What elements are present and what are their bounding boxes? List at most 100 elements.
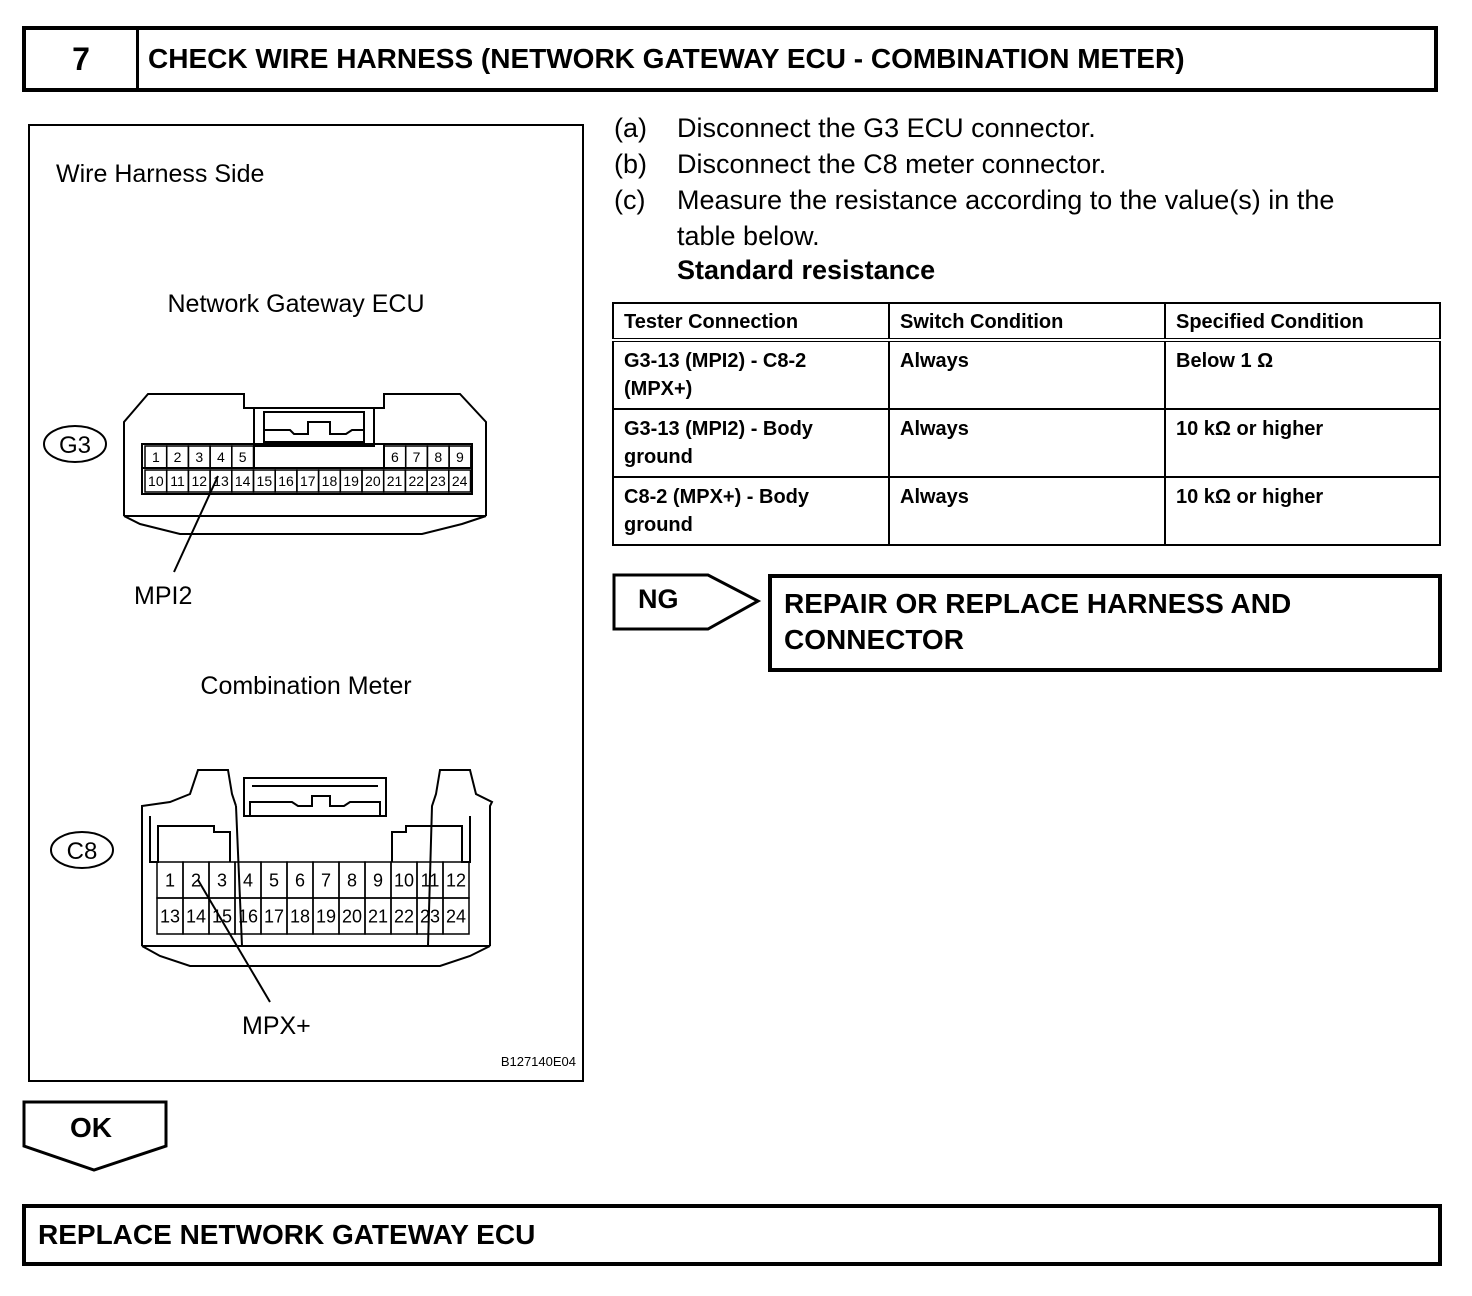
ng-action-box: REPAIR OR REPLACE HARNESS AND CONNECTOR (768, 574, 1442, 672)
g3-title: Network Gateway ECU (167, 290, 424, 318)
g3-pin: 24 (452, 473, 468, 489)
mpx-label: MPX+ (242, 1012, 311, 1040)
table-cell: Below 1 Ω (1164, 339, 1441, 410)
g3-pin: 6 (391, 449, 399, 465)
final-action-box: REPLACE NETWORK GATEWAY ECU (22, 1204, 1442, 1266)
c8-pin-cell (442, 897, 470, 935)
c8-pin: 13 (160, 906, 180, 926)
instruction-text-cont: table below. (677, 221, 820, 251)
g3-pin: 17 (300, 473, 316, 489)
c8-pin: 6 (295, 870, 305, 890)
c8-pin: 14 (186, 906, 206, 926)
c8-pin: 21 (368, 906, 388, 926)
g3-pin: 15 (257, 473, 273, 489)
g3-pin: 8 (434, 449, 442, 465)
c8-pin: 20 (342, 906, 362, 926)
g3-pin: 2 (174, 449, 182, 465)
c8-title: Combination Meter (200, 672, 411, 700)
instruction-letter: (a) (614, 113, 647, 143)
c8-pin: 16 (238, 906, 258, 926)
g3-pin: 19 (343, 473, 359, 489)
g3-pin: 4 (217, 449, 225, 465)
table-cell: G3-13 (MPI2) - C8-2 (MPX+) (612, 339, 890, 410)
connector-diagram-svg: Wire Harness Side Network Gateway ECU G3… (43, 160, 576, 1069)
table-row: G3-13 (MPI2) - C8-2 (MPX+) Always Below … (612, 339, 1441, 410)
g3-pin: 18 (322, 473, 338, 489)
g3-pin: 23 (430, 473, 446, 489)
final-action-text: REPLACE NETWORK GATEWAY ECU (38, 1219, 536, 1250)
table-row: C8-2 (MPX+) - Body ground Always 10 kΩ o… (612, 476, 1441, 546)
g3-pin: 10 (148, 473, 164, 489)
table-header-row: Tester Connection Switch Condition Speci… (612, 302, 1441, 342)
g3-pin: 22 (408, 473, 424, 489)
figure-id: B127140E04 (501, 1054, 576, 1069)
g3-pin: 1 (152, 449, 160, 465)
resistance-table: Tester Connection Switch Condition Speci… (612, 302, 1441, 546)
c8-pin: 1 (165, 870, 175, 890)
g3-pin: 16 (278, 473, 294, 489)
ng-label: NG (638, 584, 679, 614)
step-header: 7 CHECK WIRE HARNESS (NETWORK GATEWAY EC… (22, 26, 1438, 92)
g3-pin: 7 (413, 449, 421, 465)
table-header: Tester Connection (612, 302, 890, 342)
instruction-letter: (c) (614, 185, 646, 215)
table-cell: 10 kΩ or higher (1164, 476, 1441, 546)
c8-pin: 17 (264, 906, 284, 926)
c8-pin: 9 (373, 870, 383, 890)
instruction-text: Disconnect the C8 meter connector. (677, 149, 1107, 179)
table-cell: 10 kΩ or higher (1164, 408, 1441, 478)
table-cell: C8-2 (MPX+) - Body ground (612, 476, 890, 546)
c8-pin: 10 (394, 870, 414, 890)
g3-pin: 9 (456, 449, 464, 465)
c8-pin: 18 (290, 906, 310, 926)
g3-pin-cell (448, 469, 472, 493)
c8-code-oval (50, 831, 114, 869)
c8-pin: 11 (421, 870, 440, 890)
c8-pin: 12 (446, 870, 466, 890)
table-header: Switch Condition (888, 302, 1166, 342)
standard-resistance-label: Standard resistance (677, 255, 936, 285)
step-title: CHECK WIRE HARNESS (NETWORK GATEWAY ECU … (148, 43, 1185, 74)
c8-code: C8 (67, 838, 98, 865)
mpi2-leader (173, 475, 219, 573)
step-number: 7 (26, 30, 139, 88)
g3-pin: 5 (239, 449, 247, 465)
ok-arrow-icon (22, 1100, 168, 1172)
c8-pin: 4 (243, 870, 253, 890)
mpi2-label: MPI2 (134, 582, 192, 610)
mpx-leader (197, 879, 271, 1003)
c8-pin: 7 (321, 870, 331, 890)
table-header: Specified Condition (1164, 302, 1441, 342)
c8-pin: 23 (420, 906, 440, 926)
side-label: Wire Harness Side (56, 160, 264, 188)
table-cell: Always (888, 476, 1166, 546)
g3-pin: 21 (387, 473, 403, 489)
g3-pin: 12 (191, 473, 207, 489)
ng-arrow-icon (612, 573, 762, 631)
c8-pin: 19 (316, 906, 336, 926)
wire-harness-diagram: Wire Harness Side Network Gateway ECU G3… (28, 124, 584, 1082)
g3-pin-cell (231, 445, 255, 469)
g3-code-oval (43, 425, 107, 463)
table-cell: G3-13 (MPI2) - Body ground (612, 408, 890, 478)
table-cell: Always (888, 339, 1166, 410)
ok-label: OK (70, 1112, 112, 1143)
c8-pin: 3 (217, 870, 227, 890)
c8-connector-outline (141, 769, 494, 967)
g3-code: G3 (59, 432, 91, 459)
g3-pin: 14 (235, 473, 251, 489)
g3-pin: 20 (365, 473, 381, 489)
g3-pin: 11 (170, 473, 185, 489)
table-row: G3-13 (MPI2) - Body ground Always 10 kΩ … (612, 408, 1441, 478)
g3-pin-cell (448, 445, 472, 469)
table-cell: Always (888, 408, 1166, 478)
c8-pin: 2 (191, 870, 201, 890)
c8-pin: 8 (347, 870, 357, 890)
instruction-text: Disconnect the G3 ECU connector. (677, 113, 1096, 143)
c8-pin: 22 (394, 906, 414, 926)
c8-pin: 24 (446, 906, 466, 926)
c8-pin: 5 (269, 870, 279, 890)
g3-pin: 3 (195, 449, 203, 465)
instruction-letter: (b) (614, 149, 647, 179)
